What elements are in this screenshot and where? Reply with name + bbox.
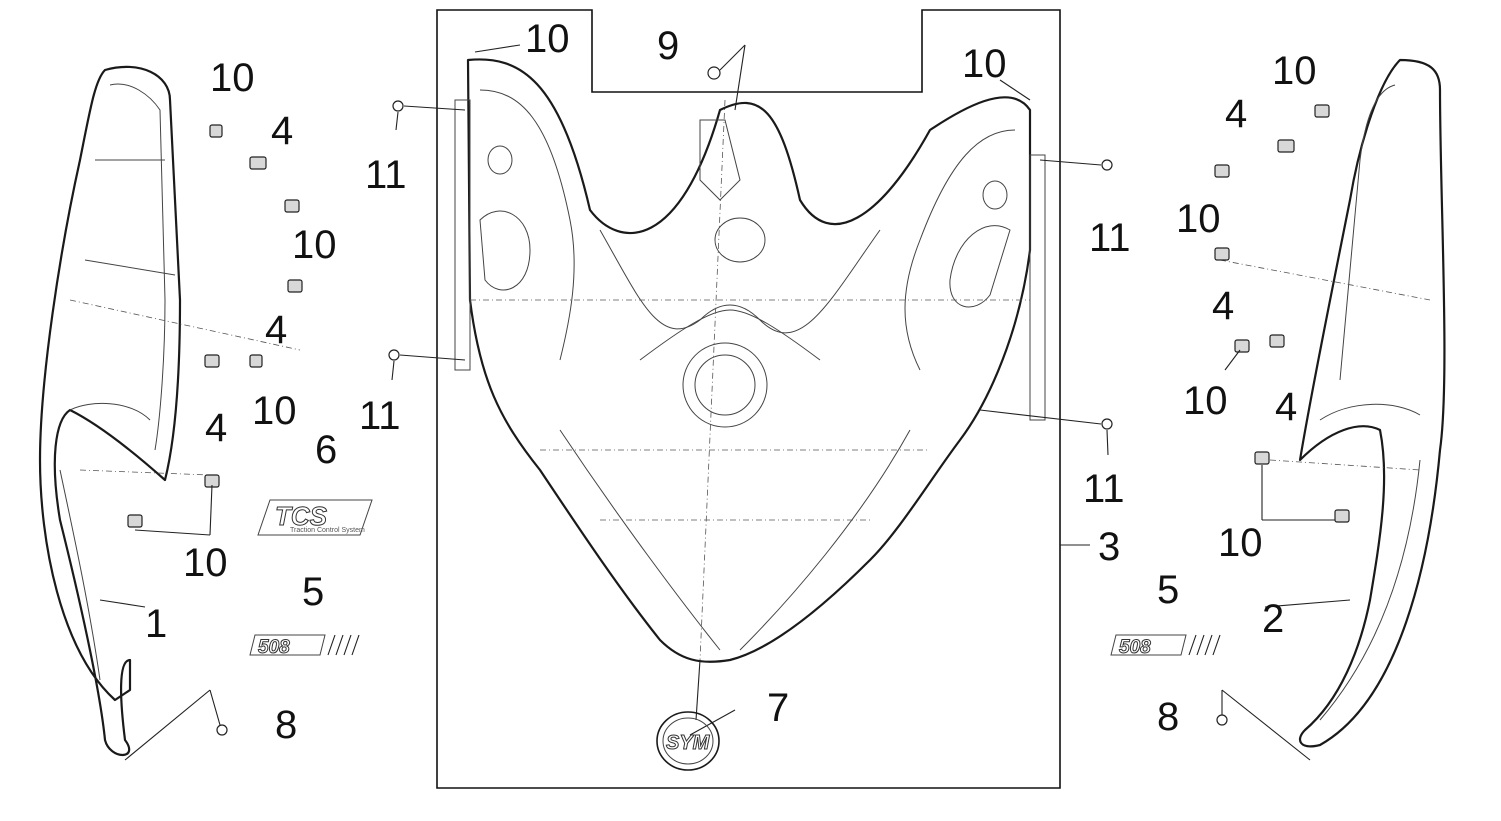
callout-2: 2 <box>1262 597 1284 641</box>
callout-10: 10 <box>962 42 1007 86</box>
screws <box>216 66 1228 736</box>
tcs-logo-text: TCS <box>275 501 328 531</box>
assembly-frame <box>436 9 1061 789</box>
callout-10: 10 <box>252 389 297 433</box>
screw <box>1101 418 1113 430</box>
clip <box>1254 451 1270 465</box>
model-badge-right-text: 508 <box>1119 637 1151 658</box>
clips <box>127 104 1350 528</box>
clip <box>1214 164 1230 178</box>
clip <box>249 354 263 368</box>
callout-10: 10 <box>210 56 255 100</box>
callout-7: 7 <box>767 686 789 730</box>
model-badge-left-text: 508 <box>258 637 290 658</box>
screw <box>392 100 404 112</box>
callout-labels: 10 9 10 10 4 11 10 4 11 10 4 6 10 5 1 8 … <box>145 17 1317 747</box>
callout-6: 6 <box>315 428 337 472</box>
callout-8: 8 <box>1157 695 1179 739</box>
callout-10: 10 <box>292 223 337 267</box>
screw <box>1216 714 1228 726</box>
callout-10: 10 <box>1176 197 1221 241</box>
callout-10: 10 <box>525 17 570 61</box>
clip <box>1269 334 1285 348</box>
clip <box>204 354 220 368</box>
model-badge-right: 508 <box>1110 634 1221 659</box>
callout-11: 11 <box>1089 216 1131 260</box>
clip <box>1234 339 1250 353</box>
clip <box>1334 509 1350 523</box>
callout-10: 10 <box>1218 521 1263 565</box>
clip <box>127 514 143 528</box>
clip <box>1314 104 1330 118</box>
screw <box>388 349 400 361</box>
screw <box>216 724 228 736</box>
clip <box>209 124 223 138</box>
callout-10: 10 <box>1183 379 1228 423</box>
callout-10: 10 <box>1272 49 1317 93</box>
clip <box>287 279 303 293</box>
sym-emblem-text: SYM <box>666 732 711 754</box>
clip <box>1214 247 1230 261</box>
callout-4: 4 <box>271 109 293 153</box>
callout-1: 1 <box>145 602 167 646</box>
sym-emblem: SYM <box>656 711 720 771</box>
callout-11: 11 <box>1083 467 1125 511</box>
screw <box>1101 159 1113 171</box>
callout-11: 11 <box>365 153 407 197</box>
callout-8: 8 <box>275 703 297 747</box>
tcs-decal: TCS Traction Control System <box>257 499 373 536</box>
callout-4: 4 <box>265 308 287 352</box>
clip <box>1277 139 1295 153</box>
front-cover <box>454 58 1046 663</box>
left-side-cover <box>38 65 301 756</box>
callout-5: 5 <box>1157 568 1179 612</box>
screw <box>707 66 721 80</box>
callout-5: 5 <box>302 570 324 614</box>
tcs-tagline-text: Traction Control System <box>290 527 365 534</box>
leader-lines <box>99 44 1351 761</box>
callout-4: 4 <box>1212 284 1234 328</box>
model-badge-left: 508 <box>249 634 360 659</box>
callout-4: 4 <box>1225 92 1247 136</box>
callout-10: 10 <box>183 541 228 585</box>
callout-3: 3 <box>1098 525 1120 569</box>
callout-4: 4 <box>1275 385 1297 429</box>
clip <box>249 156 267 170</box>
callout-11: 11 <box>359 394 401 438</box>
callout-4: 4 <box>205 406 227 450</box>
right-side-cover <box>1219 58 1446 748</box>
clip <box>284 199 300 213</box>
callout-9: 9 <box>657 24 679 68</box>
